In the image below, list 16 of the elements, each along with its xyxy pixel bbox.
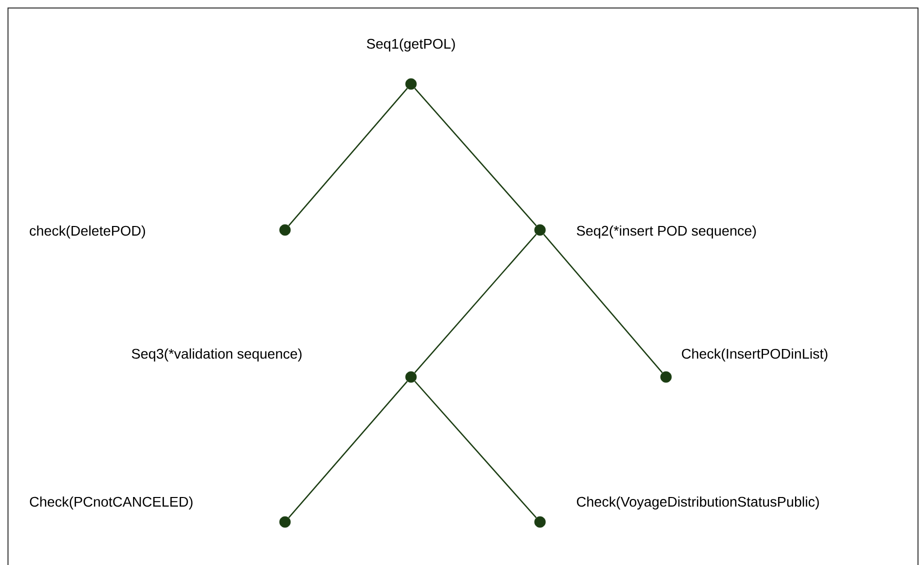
tree-dot: [279, 224, 291, 236]
tree-branch: [288, 380, 408, 518]
tree-branch: [414, 88, 537, 226]
node-label: Check(InsertPODinList): [682, 348, 828, 362]
node-label: check(DeletePOD): [30, 225, 146, 239]
tree-dot: [279, 516, 291, 528]
node-label: Check(VoyageDistributionStatusPublic): [576, 496, 819, 510]
node-label: Check(PCnotCANCELED): [30, 496, 192, 510]
node-label: Seq2(*insert POD sequence): [576, 225, 756, 238]
node-label: Seq3(*validation sequence): [132, 348, 302, 362]
tree-branch: [288, 88, 408, 226]
tree-branch: [543, 234, 663, 374]
tree-branch: [414, 234, 537, 374]
tree-dot: [405, 371, 417, 383]
node-label: Seq1(getPOL): [366, 38, 455, 52]
tree-branch: [414, 380, 537, 518]
